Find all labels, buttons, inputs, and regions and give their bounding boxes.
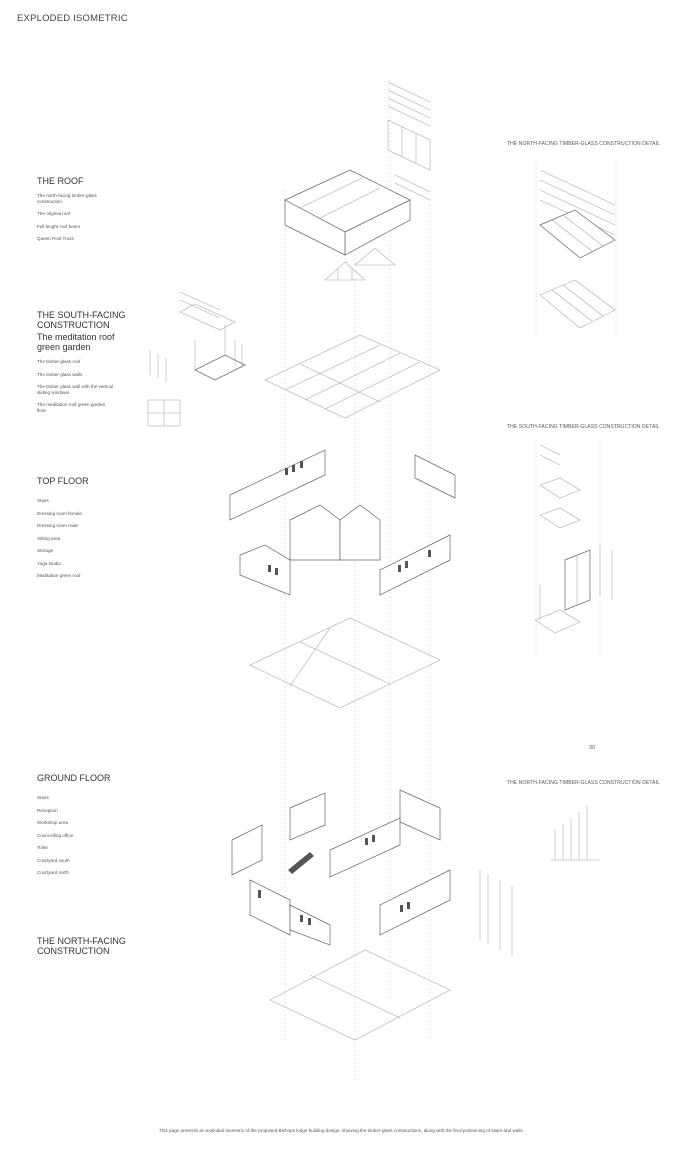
north-facing-detail-drawing: [539, 169, 616, 329]
list-item: Stairs: [37, 498, 49, 503]
queen-post-truss: [324, 247, 396, 281]
list-item: Storage: [37, 548, 54, 553]
detail-label-north-2: THE NORTH-FACING TIMBER-GLASS CONSTRUCTI…: [507, 780, 660, 786]
south-facing-heading: THE SOUTH-FACING CONSTRUCTION: [37, 310, 126, 330]
list-item: Stairs: [37, 795, 49, 800]
list-item: Courtyard south: [37, 857, 70, 863]
roof-section: THE ROOF The north-facing timber-glass c…: [37, 176, 115, 242]
list-item: Courtyard north: [37, 870, 69, 875]
top-floor-walls: [229, 449, 456, 596]
detail-label-north: THE NORTH-FACING TIMBER-GLASS CONSTRUCTI…: [507, 141, 660, 147]
list-item: Full lenght roof beam: [37, 223, 81, 229]
list-item: Reception: [37, 807, 58, 813]
north-facing-heading: THE NORTH-FACING CONSTRUCTION: [37, 936, 126, 956]
list-item: Sitting area: [37, 535, 61, 541]
top-floor-section: TOP FLOOR Stairs Dressing room female Dr…: [37, 476, 89, 579]
original-roof: [284, 169, 431, 256]
south-facing-subheading: The meditation roof green garden: [37, 332, 115, 352]
roof-floor-plate: [264, 334, 441, 419]
ground-floor-plate: [269, 949, 451, 1041]
list-item: The original roof: [37, 211, 71, 216]
list-item: The timber glass wall with the vertical …: [37, 384, 114, 395]
page-title: EXPLODED ISOMETRIC: [17, 13, 128, 24]
ground-floor-walls: [231, 789, 513, 956]
list-item: Dressing room male: [37, 523, 79, 528]
list-item: Toilet: [37, 845, 48, 850]
ground-floor-section: GROUND FLOOR Stairs Reception Workshop a…: [37, 773, 111, 876]
list-item: The timber-glass roof: [37, 359, 81, 364]
south-facing-construction: [147, 291, 246, 427]
ground-floor-heading: GROUND FLOOR: [37, 773, 111, 783]
list-item: The north-facing timber-glass constructi…: [37, 193, 97, 204]
north-facing-detail-drawing-2: [550, 806, 600, 861]
roof-beams: [387, 81, 431, 171]
detail-label-south: THE SOUTH-FACING TIMBER-GLASS CONSTRUCTI…: [507, 424, 660, 430]
page-number: 30: [589, 745, 596, 751]
list-item: Councelling office: [37, 832, 74, 838]
south-facing-detail-drawing: [534, 444, 613, 634]
list-item: Queen Post Truss: [37, 236, 74, 241]
list-item: Yoga studio: [37, 560, 61, 566]
list-item: Workshop area: [37, 820, 69, 825]
caption: This page presents an exploded isometric…: [159, 1128, 524, 1133]
list-item: Dressing room female: [37, 510, 82, 516]
top-floor-plate: [249, 617, 441, 709]
roof-heading: THE ROOF: [37, 176, 84, 186]
south-facing-section: THE SOUTH-FACING CONSTRUCTION The medita…: [37, 310, 127, 413]
list-item: Meditation green roof: [37, 573, 81, 578]
top-floor-heading: TOP FLOOR: [37, 476, 89, 486]
list-item: The timber glass walls: [37, 371, 83, 377]
list-item: The meditation roof green garden floor: [37, 402, 106, 413]
